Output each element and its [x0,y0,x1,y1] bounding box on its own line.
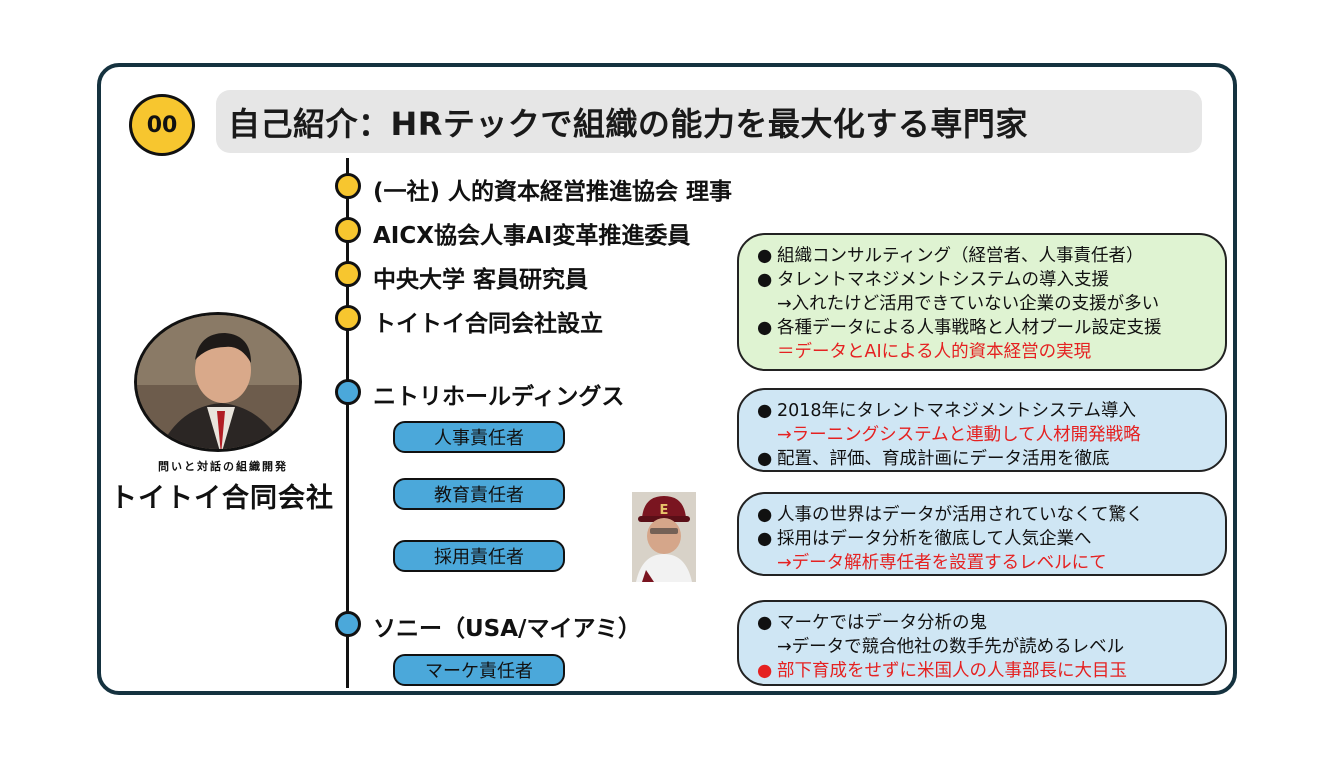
box-text-highlight: 部下育成をせずに米国人の人事部長に大目玉 [777,661,1127,681]
box-line: ●タレントマネジメントシステムの導入支援 [757,268,1211,292]
bullet: ● [757,505,773,525]
timeline-item-label: ソニー（USA/マイアミ） [373,616,641,642]
role-label: 採用責任者 [434,547,524,568]
brand-logo-text: トイトイ合同会社 [110,483,334,514]
svg-text:E: E [660,503,669,518]
profile-photo [134,312,302,452]
profile-photo-illustration [137,315,299,449]
timeline-item-label: 中央大学 客員研究員 [373,267,589,293]
timeline-dot-blue [335,611,361,637]
bullet: ● [757,318,773,338]
info-box-consulting: ●組織コンサルティング（経営者、人事責任者） ●タレントマネジメントシステムの導… [737,233,1227,371]
box-line: ●採用はデータ分析を徹底して人気企業へ [757,527,1211,551]
box-line: ●部下育成をせずに米国人の人事部長に大目玉 [757,659,1211,683]
timeline-item-label: (一社) 人的資本経営推進協会 理事 [373,179,733,205]
box-line: →データで競合他社の数手先が読めるレベル [757,635,1211,659]
box-text-highlight: ＝データとAIによる人的資本経営の実現 [777,342,1092,362]
role-pill: 人事責任者 [393,421,565,453]
title-bar: 自己紹介：HRテックで組織の能力を最大化する専門家 [216,90,1202,153]
box-text: 各種データによる人事戦略と人材プール設定支援 [777,318,1162,338]
box-text-highlight: →データ解析専任者を設置するレベルにて [777,553,1107,573]
brand-tagline: 問いと対話の組織開発 [158,460,288,473]
box-line: →ラーニングシステムと連動して人材開発戦略 [757,423,1211,447]
info-box-nitori-1: ●2018年にタレントマネジメントシステム導入 →ラーニングシステムと連動して人… [737,388,1227,472]
timeline-dot-yellow [335,173,361,199]
box-line: ●各種データによる人事戦略と人材プール設定支援 [757,316,1211,340]
box-text: 採用はデータ分析を徹底して人気企業へ [777,529,1092,549]
role-pill: 採用責任者 [393,540,565,572]
box-line: →入れたけど活用できていない企業の支援が多い [757,292,1211,316]
box-line: ●2018年にタレントマネジメントシステム導入 [757,399,1211,423]
box-text: →入れたけど活用できていない企業の支援が多い [777,294,1160,314]
bullet: ● [757,529,773,549]
coach-photo: E [632,492,696,582]
timeline-item-label: ニトリホールディングス [373,384,625,410]
box-text: 組織コンサルティング（経営者、人事責任者） [777,246,1144,266]
box-line: ●人事の世界はデータが活用されていなくて驚く [757,503,1211,527]
box-line: ＝データとAIによる人的資本経営の実現 [757,340,1211,364]
section-number: 00 [146,112,178,138]
box-text-highlight: →ラーニングシステムと連動して人材開発戦略 [777,425,1141,445]
box-line: ●組織コンサルティング（経営者、人事責任者） [757,244,1211,268]
page-title: 自己紹介：HRテックで組織の能力を最大化する専門家 [228,104,1028,143]
bullet: ● [757,401,773,421]
timeline-dot-yellow [335,261,361,287]
timeline-item-label: AICX協会人事AI変革推進委員 [373,223,691,249]
box-text: →データで競合他社の数手先が読めるレベル [777,637,1125,657]
box-line: ●マーケではデータ分析の鬼 [757,611,1211,635]
box-line: ●配置、評価、育成計画にデータ活用を徹底 [757,447,1211,471]
timeline-dot-blue [335,379,361,405]
bullet: ● [757,246,773,266]
box-text: タレントマネジメントシステムの導入支援 [777,270,1109,290]
timeline-dot-yellow [335,305,361,331]
box-text: マーケではデータ分析の鬼 [777,613,987,633]
bullet: ● [757,449,773,469]
box-text: 人事の世界はデータが活用されていなくて驚く [777,505,1144,525]
timeline-item-label: トイトイ合同会社設立 [373,311,603,337]
timeline-dot-yellow [335,217,361,243]
role-pill: マーケ責任者 [393,654,565,686]
coach-photo-illustration: E [632,492,696,582]
info-box-nitori-2: ●人事の世界はデータが活用されていなくて驚く ●採用はデータ分析を徹底して人気企… [737,492,1227,576]
role-pill: 教育責任者 [393,478,565,510]
box-text: 2018年にタレントマネジメントシステム導入 [777,401,1137,421]
timeline-line [346,158,349,688]
role-label: マーケ責任者 [425,661,533,682]
info-box-sony: ●マーケではデータ分析の鬼 →データで競合他社の数手先が読めるレベル ●部下育成… [737,600,1227,686]
section-number-badge: 00 [129,94,195,156]
role-label: 人事責任者 [434,428,524,449]
bullet-red: ● [757,661,773,681]
bullet: ● [757,613,773,633]
role-label: 教育責任者 [434,485,524,506]
bullet: ● [757,270,773,290]
box-text: 配置、評価、育成計画にデータ活用を徹底 [777,449,1110,469]
box-line: →データ解析専任者を設置するレベルにて [757,551,1211,575]
